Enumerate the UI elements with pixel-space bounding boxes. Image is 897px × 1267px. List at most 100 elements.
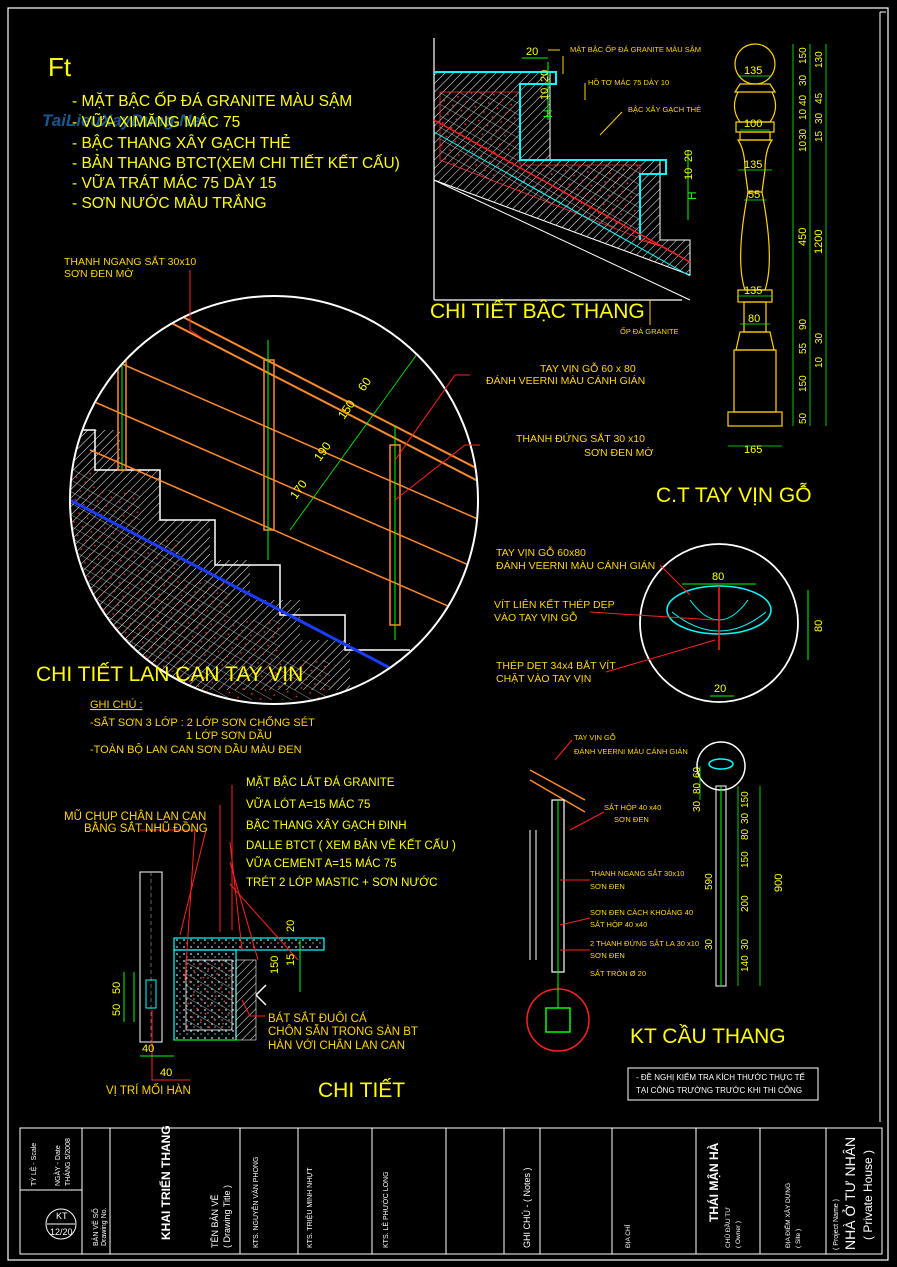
step-detail-title: CHI TIẾT BẬC THANG — [430, 300, 645, 323]
railing-label: SƠN ĐEN MỜ — [64, 267, 133, 280]
railing-detail-drawing — [69, 270, 480, 705]
svg-text:80: 80 — [813, 620, 825, 632]
svg-text:10: 10 — [798, 108, 809, 120]
site-note: - ĐỀ NGHỊ KIỂM TRA KÍCH THƯỚC THỰC TẾ — [636, 1072, 805, 1082]
svg-text:100: 100 — [744, 118, 762, 130]
stair-structure-drawing — [526, 739, 761, 1052]
note-item: - SƠN NƯỚC MÀU TRẮNG — [72, 194, 267, 212]
fishtail-label: BÁT SẮT ĐUÔI CÁ — [268, 1012, 367, 1025]
svg-text:KTS. TRIỆU MINH NHỰT: KTS. TRIỆU MINH NHỰT — [305, 1167, 314, 1248]
svg-text:80: 80 — [748, 313, 760, 325]
railing-label: SƠN ĐEN MỜ — [584, 446, 653, 459]
svg-text:60: 60 — [355, 374, 374, 393]
svg-text:150: 150 — [740, 851, 751, 868]
svg-text:30: 30 — [814, 332, 825, 344]
railing-label: TAY VỊN GỖ 60 x 80 — [540, 362, 636, 375]
note-item: - VỮA XIMĂNG MÁC 75 — [72, 114, 240, 131]
svg-text:30: 30 — [798, 128, 809, 140]
svg-text:590: 590 — [704, 873, 715, 890]
svg-text:50: 50 — [111, 982, 123, 994]
handrail-label: CHẶT VÀO TAY VỊN — [496, 672, 591, 685]
step-label: MẶT BẬC ỐP ĐÁ GRANITE MÀU SẬM — [570, 44, 701, 54]
svg-text:SẮT TRÒN Ø 20: SẮT TRÒN Ø 20 — [590, 969, 646, 978]
cap-label: MŨ CHỤP CHÂN LAN CAN — [64, 810, 206, 823]
svg-text:15: 15 — [814, 130, 825, 142]
handrail-label: THÉP DẸT 34x4 BẮT VÍT — [496, 659, 616, 672]
svg-text:20: 20 — [539, 70, 551, 82]
svg-text:900: 900 — [773, 874, 785, 892]
svg-text:135: 135 — [744, 65, 762, 77]
svg-text:60: 60 — [692, 766, 703, 778]
site-note: TẠI CÔNG TRƯỜNG TRƯỚC KHI THI CÔNG — [636, 1086, 802, 1095]
svg-text:10: 10 — [539, 88, 551, 100]
svg-text:ĐỊA CHỈ: ĐỊA CHỈ — [623, 1224, 632, 1248]
step-label: HỒ TƠ MÁC 75 DÀY 10 — [588, 77, 669, 87]
baluster-title: C.T TAY VỊN GỖ — [656, 483, 812, 507]
note-item: - BẬC THANG XÂY GẠCH THẺ — [72, 135, 291, 152]
title-block — [19, 1127, 883, 1255]
svg-text:150: 150 — [798, 375, 809, 392]
handrail-label: VÀO TAY VỊN GỖ — [494, 611, 577, 624]
weld-label: VỊ TRÍ MỐI HÀN — [106, 1083, 191, 1097]
title-block-text: NHÀ Ở TƯ NHÂN ( Private House ) ( Projec… — [29, 1125, 875, 1250]
baluster-dimensions — [728, 44, 827, 447]
svg-text:TỶ LỆ - Scale: TỶ LỆ - Scale — [29, 1143, 38, 1186]
note-item: - VỮA TRÁT MÁC 75 DÀY 15 — [72, 175, 276, 192]
watermark-text: TaiLieuXayDung.Net — [42, 111, 208, 130]
handrail-label: TAY VỊN GỖ 60x80 — [496, 546, 586, 559]
base-dim-text: 50 50 40 40 150 15 20 — [111, 920, 297, 1079]
svg-text:TAY VỊN GỖ: TAY VỊN GỖ — [574, 733, 616, 742]
svg-text:10: 10 — [814, 356, 825, 368]
svg-text:20: 20 — [285, 920, 297, 932]
fishtail-label: HÀN VỚI CHÂN LAN CAN — [268, 1039, 405, 1052]
svg-text:10: 10 — [798, 140, 809, 152]
svg-text:50: 50 — [798, 412, 809, 424]
svg-text:40: 40 — [798, 94, 809, 106]
base-layer-label: DALLE BTCT ( XEM BẢN VẼ KẾT CẤU ) — [246, 839, 456, 852]
step-detail-drawing — [433, 38, 691, 325]
svg-text:190: 190 — [311, 439, 334, 464]
base-layer-label: BẬC THANG XÂY GẠCH ĐINH — [246, 819, 407, 832]
svg-text:CHỦ ĐẦU TƯ: CHỦ ĐẦU TƯ — [722, 1207, 732, 1248]
svg-text:130: 130 — [814, 51, 825, 68]
svg-text:150: 150 — [740, 791, 751, 808]
project-name: NHÀ Ở TƯ NHÂN — [841, 1137, 858, 1250]
svg-text:50: 50 — [111, 1004, 123, 1016]
svg-text:80: 80 — [740, 828, 751, 840]
project-en: ( Private House ) — [861, 1150, 875, 1240]
svg-text:ĐÁNH VEERNI MÀU CÁNH GIÁN: ĐÁNH VEERNI MÀU CÁNH GIÁN — [574, 747, 688, 756]
svg-text:30: 30 — [704, 938, 715, 950]
svg-text:30: 30 — [740, 812, 751, 824]
stair-structure-labels: TAY VỊN GỖ ĐÁNH VEERNI MÀU CÁNH GIÁN SẮT… — [574, 733, 699, 978]
fishtail-label: CHÔN SẴN TRONG SÀN BT — [268, 1025, 418, 1038]
general-note: -SẮT SƠN 3 LỚP : 2 LỚP SƠN CHỐNG SÉT — [90, 715, 315, 729]
base-layer-label: VỮA LÓT A=15 MÁC 75 — [246, 798, 370, 811]
svg-text:55: 55 — [748, 189, 760, 201]
svg-text:10: 10 — [683, 168, 695, 180]
svg-text:30: 30 — [692, 800, 703, 812]
svg-text:150: 150 — [269, 956, 281, 974]
svg-text:30: 30 — [740, 938, 751, 950]
general-note: 1 LỚP SƠN DẦU — [186, 729, 272, 742]
svg-text:20: 20 — [714, 683, 726, 695]
svg-text:KTS. LÊ PHƯỚC LONG: KTS. LÊ PHƯỚC LONG — [381, 1171, 390, 1248]
base-layers-list: MẶT BẬC LÁT ĐÁ GRANITE VỮA LÓT A=15 MÁC … — [246, 776, 456, 889]
svg-text:15: 15 — [285, 954, 297, 966]
handrail-label: ĐÁNH VEERNI MÀU CÁNH GIÁN — [496, 559, 655, 572]
svg-text:SẮT HỘP 40 x40: SẮT HỘP 40 x40 — [590, 920, 647, 929]
svg-text:140: 140 — [740, 955, 751, 972]
base-detail-drawing — [123, 785, 325, 1081]
svg-text:80: 80 — [712, 571, 724, 583]
svg-text:( Owner ): ( Owner ) — [735, 1221, 742, 1248]
svg-text:SẮT HỘP 40 x40: SẮT HỘP 40 x40 — [604, 803, 661, 812]
notes-list: - MẶT BẬC ỐP ĐÁ GRANITE MÀU SẬM - VỮA XI… — [72, 92, 400, 212]
svg-text:KTS. NGUYỄN VĂN PHONG: KTS. NGUYỄN VĂN PHONG — [251, 1157, 260, 1248]
sheet-code: KT — [56, 1211, 68, 1221]
svg-text:( Project Name ): ( Project Name ) — [833, 1199, 840, 1250]
stair-structure-dim-text: 80 60 150 30 30 80 150 590 200 900 30 30… — [692, 766, 785, 972]
base-layer-label: TRÉT 2 LỚP MASTIC + SƠN NƯỚC — [246, 876, 437, 889]
svg-text:30: 30 — [798, 74, 809, 86]
svg-text:135: 135 — [744, 285, 762, 297]
svg-text:450: 450 — [797, 228, 809, 246]
svg-text:( Site ): ( Site ) — [795, 1229, 802, 1248]
